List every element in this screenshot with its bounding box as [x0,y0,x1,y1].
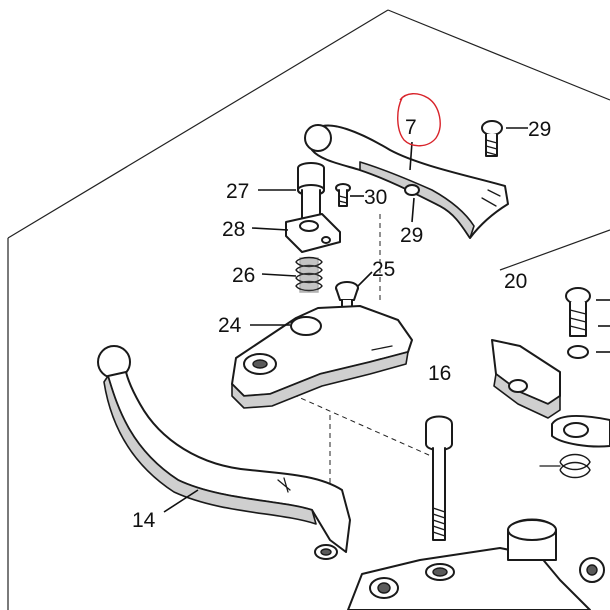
housing-bottom [347,518,605,610]
callout-29-middle: 29 [400,224,423,247]
callout-28: 28 [222,218,245,241]
part-16-bolt [425,415,453,541]
highlight-circle [397,93,441,147]
callout-20: 20 [504,270,527,293]
callout-16: 16 [428,362,451,385]
part-28-plate [285,213,341,253]
callout-14: 14 [132,509,156,532]
callout-24: 24 [218,314,242,337]
callout-27: 27 [226,180,249,203]
part-24-bracket [231,305,413,409]
callout-25: 25 [372,258,395,281]
callout-7: 7 [405,116,417,139]
part-26-spring [295,256,323,293]
part-30-small-screw [335,183,351,207]
part-14-lever [97,345,351,560]
callout-labels: 7 29 27 30 28 29 26 25 20 24 16 14 [132,116,551,532]
part-7-lever-bracket [304,124,509,239]
part-20-assembly [491,287,610,479]
frame-lines [7,9,610,610]
callout-26: 26 [232,264,255,287]
part-27-pin [297,162,325,223]
callout-30: 30 [364,186,387,209]
leader-lines [163,127,610,513]
part-29-screw-top [481,120,503,157]
callout-29-top: 29 [528,118,551,141]
